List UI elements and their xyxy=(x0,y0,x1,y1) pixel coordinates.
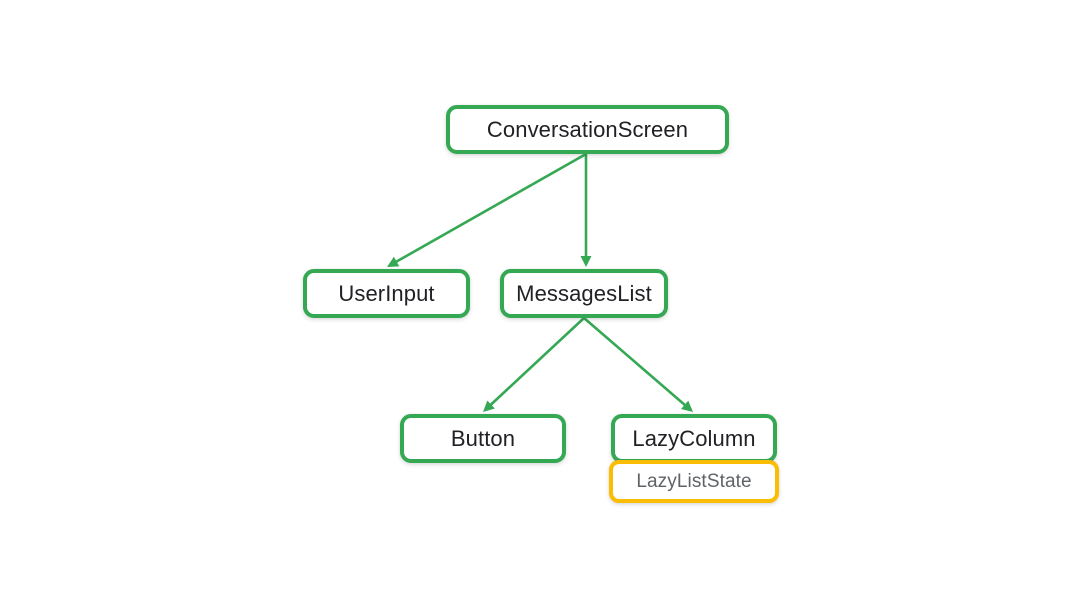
edge-conversation-to-messageslist-arrowhead-icon xyxy=(580,256,592,267)
node-lazy-list-state[interactable]: LazyListState xyxy=(609,460,779,503)
node-lazy-column[interactable]: LazyColumn xyxy=(611,414,777,463)
edge-conversation-to-userinput-arrowhead-icon xyxy=(387,256,400,267)
node-conversation-screen[interactable]: ConversationScreen xyxy=(446,105,729,154)
node-label-messages-list: MessagesList xyxy=(516,280,652,306)
edge-messageslist-to-lazycolumn-arrowhead-icon xyxy=(681,400,693,412)
edge-conversation-to-messageslist xyxy=(580,154,592,267)
edge-messageslist-to-lazycolumn xyxy=(583,317,693,412)
edge-messageslist-to-lazycolumn-line xyxy=(583,317,688,408)
node-messages-list[interactable]: MessagesList xyxy=(500,269,668,318)
node-label-lazy-list-state: LazyListState xyxy=(636,471,752,492)
edge-messageslist-to-button-arrowhead-icon xyxy=(483,400,495,412)
edge-messageslist-to-button xyxy=(483,317,585,412)
edge-conversation-to-userinput xyxy=(387,152,587,267)
edge-conversation-to-userinput-line xyxy=(394,152,587,264)
edge-messageslist-to-button-line xyxy=(488,317,585,407)
node-label-conversation-screen: ConversationScreen xyxy=(486,116,689,142)
node-user-input[interactable]: UserInput xyxy=(303,269,470,318)
node-label-user-input: UserInput xyxy=(338,280,435,306)
node-button[interactable]: Button xyxy=(400,414,566,463)
node-label-button: Button xyxy=(450,425,516,451)
node-label-lazy-column: LazyColumn xyxy=(632,425,756,451)
